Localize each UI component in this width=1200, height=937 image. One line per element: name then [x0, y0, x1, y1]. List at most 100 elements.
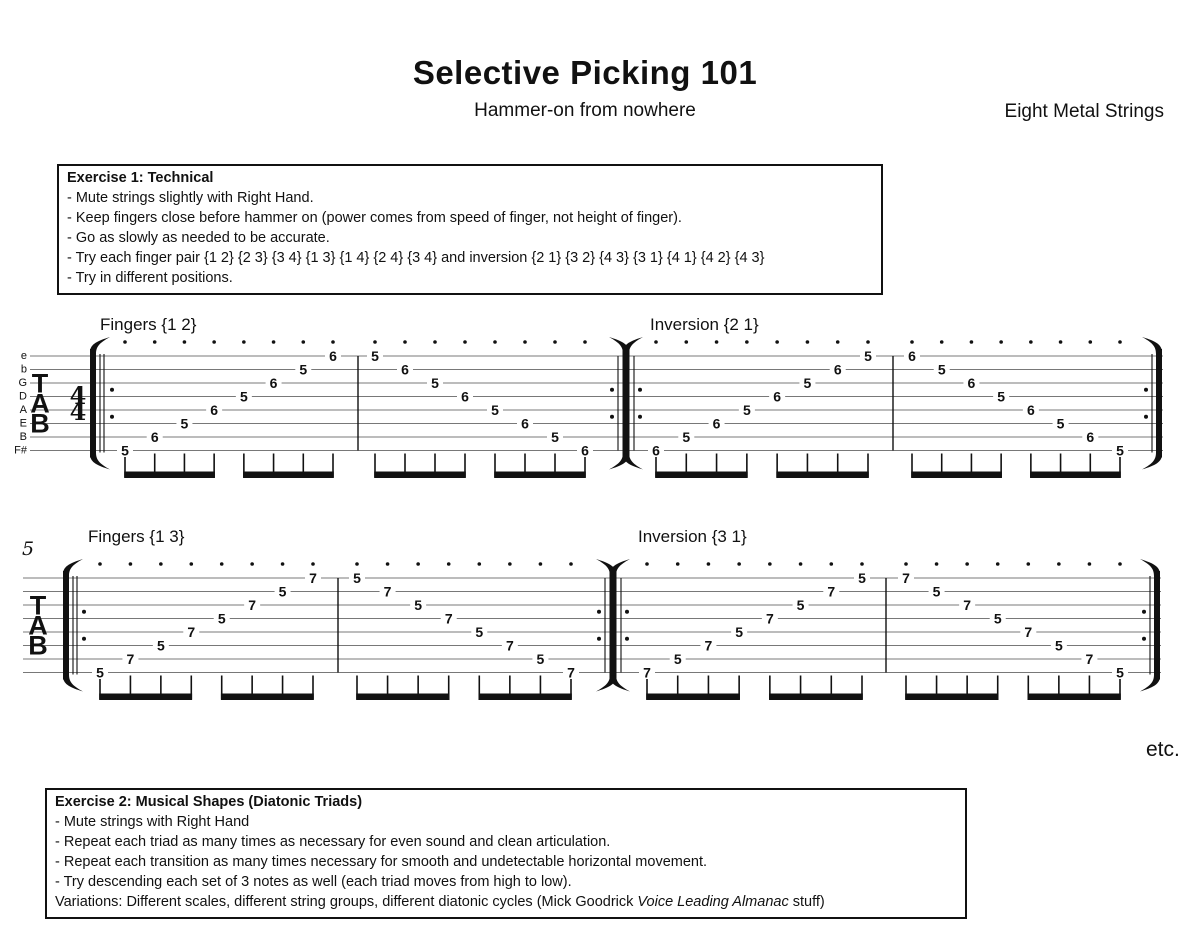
articulation-dot [835, 340, 840, 344]
fret-number: 5 [96, 665, 104, 681]
articulation-dot [805, 340, 810, 344]
articulation-dot [866, 340, 870, 344]
articulation-dot [385, 562, 390, 566]
fret-number: 5 [674, 651, 682, 667]
beam-group [905, 675, 1121, 700]
articulation-dot [159, 562, 163, 566]
articulation-dot [477, 562, 482, 566]
fret-number: 6 [908, 348, 916, 364]
articulation-dot [123, 340, 127, 344]
fret-number: 6 [401, 362, 409, 378]
articulation-dot [301, 340, 306, 344]
string-label: A [20, 404, 28, 416]
tab-clef-letter: A [30, 388, 50, 418]
fret-number: 5 [121, 443, 129, 459]
fret-number: 6 [151, 429, 159, 445]
articulation-dot [553, 340, 557, 344]
fret-number: 6 [270, 375, 278, 391]
exercise2-box: Exercise 2: Musical Shapes (Diatonic Tri… [45, 788, 967, 920]
articulation-dot [1057, 562, 1061, 566]
fret-number: 5 [864, 348, 872, 364]
repeat-wing [609, 452, 629, 470]
string-label: e [21, 350, 27, 362]
fret-number: 5 [743, 402, 751, 418]
fret-number: 7 [384, 584, 392, 600]
exercise-line: - Try in different positions. [67, 269, 233, 286]
fret-number: 5 [1057, 416, 1065, 432]
fret-number: 5 [1055, 638, 1063, 654]
tab-clef-letter: B [30, 408, 50, 438]
articulation-dot [684, 340, 689, 344]
articulation-dot [654, 340, 658, 344]
repeat-wing [596, 674, 616, 692]
repeat-wing [1140, 559, 1160, 576]
fret-number: 7 [248, 597, 256, 613]
fret-number: 6 [329, 348, 337, 364]
fret-number: 5 [997, 389, 1005, 405]
articulation-dot [645, 562, 649, 566]
fret-number: 5 [933, 584, 941, 600]
articulation-dot [463, 340, 467, 344]
beam-group [124, 453, 334, 478]
fret-number: 6 [968, 375, 976, 391]
exercise1-lines: - Mute strings slightly with Right Hand.… [67, 189, 873, 289]
fret-number: 6 [652, 443, 660, 459]
articulation-dot [775, 340, 779, 344]
repeat-wing [63, 674, 83, 692]
articulation-dot [939, 340, 944, 344]
repeat-middle-barline [609, 337, 643, 470]
fret-number: 7 [567, 665, 575, 681]
articulation-dot [311, 562, 315, 566]
fret-number: 5 [431, 375, 439, 391]
string-label: E [20, 418, 27, 430]
fret-number: 7 [902, 570, 910, 586]
fret-number: 5 [491, 402, 499, 418]
articulation-dot [271, 340, 276, 344]
string-label: b [21, 364, 27, 376]
fret-number: 6 [773, 389, 781, 405]
fret-number: 7 [127, 651, 135, 667]
articulation-dot [860, 562, 864, 566]
fret-number: 7 [1024, 624, 1032, 640]
articulation-dot [675, 562, 680, 566]
beam-group [374, 453, 586, 478]
credit-text: Eight Metal Strings [1004, 101, 1164, 122]
fret-number: 7 [963, 597, 971, 613]
fret-number: 7 [643, 665, 651, 681]
repeat-wing [596, 559, 616, 576]
repeat-start-barline [63, 559, 86, 692]
section-label-left: Fingers {1 3} [88, 527, 185, 546]
articulation-dot [416, 562, 420, 566]
articulation-dot [745, 340, 749, 344]
variations-line: Variations: Different scales, different … [55, 893, 957, 913]
articulation-dot [373, 340, 377, 344]
exercise1-box: Exercise 1: Technical - Mute strings sli… [57, 164, 883, 296]
fret-number: 5 [157, 638, 165, 654]
time-sig-denominator: 4 [70, 397, 87, 426]
articulation-dot [250, 562, 254, 566]
articulation-dot [128, 562, 133, 566]
etc-label: etc. [1146, 738, 1180, 761]
tab-clef-letter: A [28, 610, 48, 640]
fret-number: 6 [1027, 402, 1035, 418]
exercise-line: - Try each finger pair {1 2} {2 3} {3 4}… [67, 249, 765, 266]
articulation-dot [969, 340, 974, 344]
repeat-wing [1140, 674, 1160, 692]
exercise-line: - Mute strings with Right Hand [55, 813, 250, 830]
page-title: Selective Picking 101 [412, 54, 758, 91]
articulation-dot [508, 562, 512, 566]
beam-group [646, 675, 863, 700]
header: Selective Picking 101 Hammer-on from now… [0, 54, 1170, 122]
fret-number: 5 [804, 375, 812, 391]
tab-clef: TAB [30, 368, 50, 438]
staff-lines [30, 355, 1163, 451]
page-subtitle: Hammer-on from nowhere [474, 100, 696, 121]
